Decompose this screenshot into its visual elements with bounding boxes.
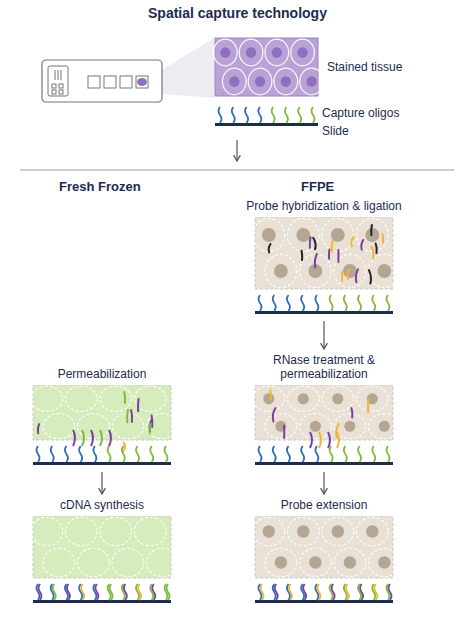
callout-label: Slide [322,124,349,138]
step-heading: Permeabilization [28,367,176,381]
step-arrow [323,472,324,494]
process-step: Probe extension [250,498,398,606]
tissue-panel [250,516,398,606]
process-step: cDNA synthesis [28,498,176,606]
process-step: RNase treatment & permeabilization [250,353,398,468]
callout-label: Stained tissue [327,60,402,74]
divider [20,170,454,171]
tissue-panel [250,385,398,468]
step-heading: Probe hybridization & ligation [236,199,412,213]
step-arrow [101,472,102,494]
column-heading: Fresh Frozen [59,180,141,194]
step-heading: Probe extension [250,498,398,512]
process-step: Permeabilization [28,367,176,468]
callout-label: Capture oligos [322,106,399,120]
title: Spatial capture technology [148,6,327,20]
process-step: Probe hybridization & ligation [236,199,412,317]
tissue-panel [28,516,176,606]
down-arrow [236,140,237,161]
step-arrow [323,321,324,349]
step-heading: RNase treatment & permeabilization [250,353,398,381]
slide-icon [42,38,214,102]
step-heading: cDNA synthesis [28,498,176,512]
column-heading: FFPE [301,180,334,194]
tissue-panel [28,385,176,468]
stained-tissue [213,38,323,126]
tissue-panel [236,217,412,317]
